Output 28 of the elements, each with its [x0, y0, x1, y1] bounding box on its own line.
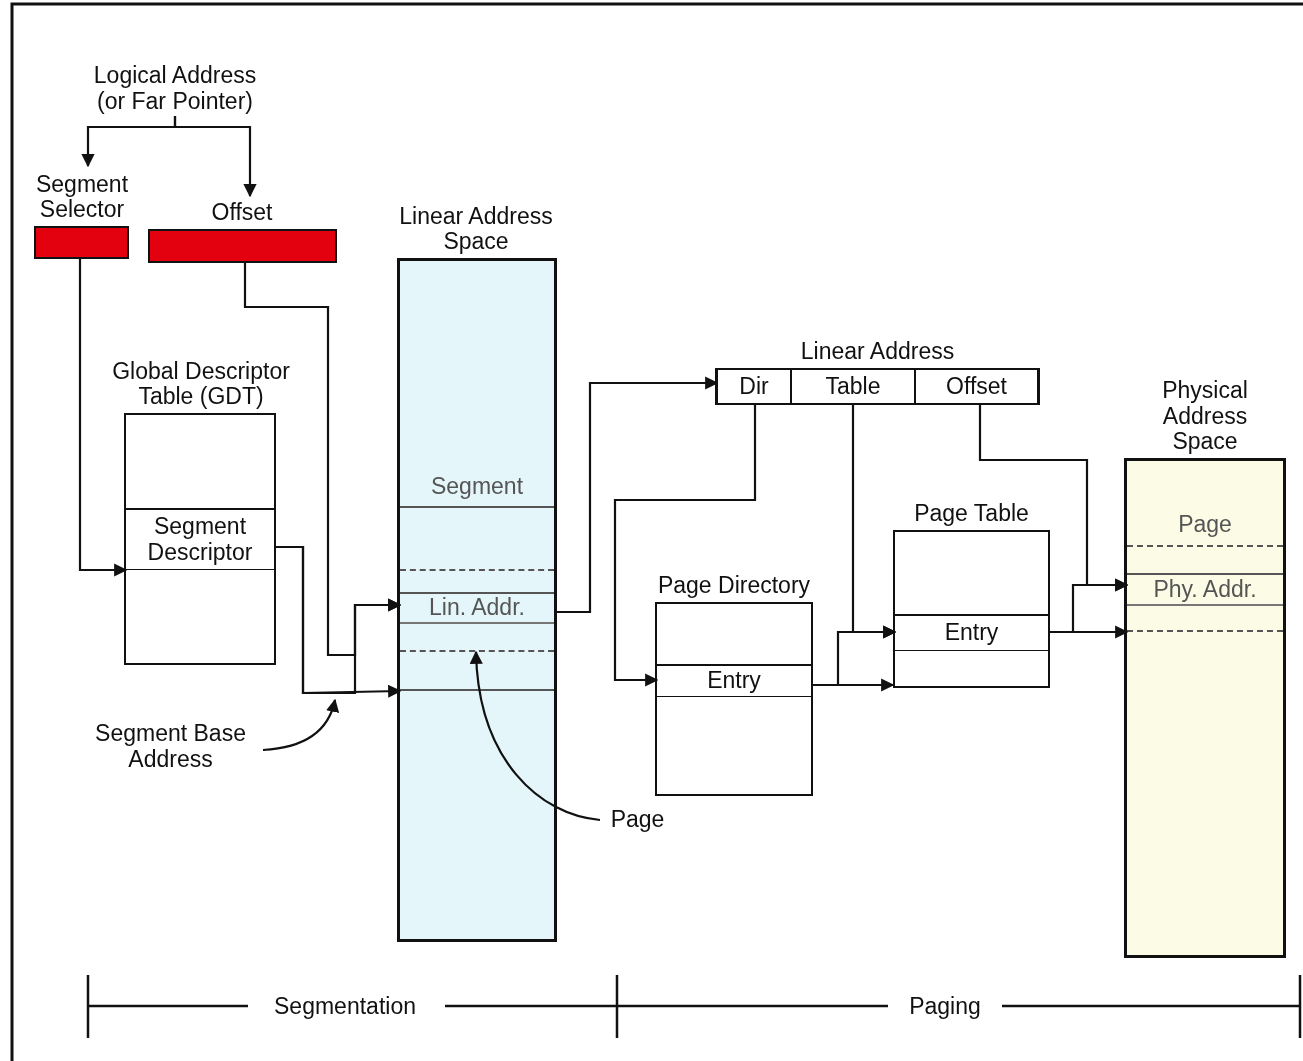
box-title: Page Table — [913, 499, 1030, 529]
callout-label: Segment Base Address — [78, 718, 263, 776]
table-entry: Entry — [657, 664, 811, 697]
box-title: Page Directory — [656, 571, 812, 601]
field-label: Segment Selector — [34, 169, 130, 225]
box-title: Linear Address Space — [398, 201, 554, 257]
box-title: Physical Address Space — [1161, 375, 1249, 457]
address-label: Logical Address (or Far Pointer) — [80, 62, 270, 116]
memory-band: Lin. Addr. — [400, 592, 554, 624]
leader-line — [470, 650, 601, 822]
memory-band: Phy. Addr. — [1127, 573, 1283, 606]
memory-band — [400, 569, 554, 652]
arrow — [613, 403, 757, 687]
address-field: Offset — [915, 370, 1038, 403]
table-entry: Entry — [895, 614, 1048, 651]
box-title: Linear Address — [799, 337, 956, 367]
arrow — [173, 116, 257, 198]
address-field: Dir — [717, 370, 791, 403]
address-field: Table — [791, 370, 915, 403]
callout-label: Page — [600, 803, 675, 837]
arrow — [851, 403, 897, 639]
box-title: Global Descriptor Table (GDT) — [111, 356, 291, 412]
leader-line — [262, 698, 339, 752]
table-entry: Segment Descriptor — [126, 508, 274, 570]
arrow — [78, 259, 128, 577]
band-label: Segment — [429, 472, 525, 502]
band-label: Page — [1177, 510, 1233, 540]
field-label: Offset — [210, 198, 274, 228]
